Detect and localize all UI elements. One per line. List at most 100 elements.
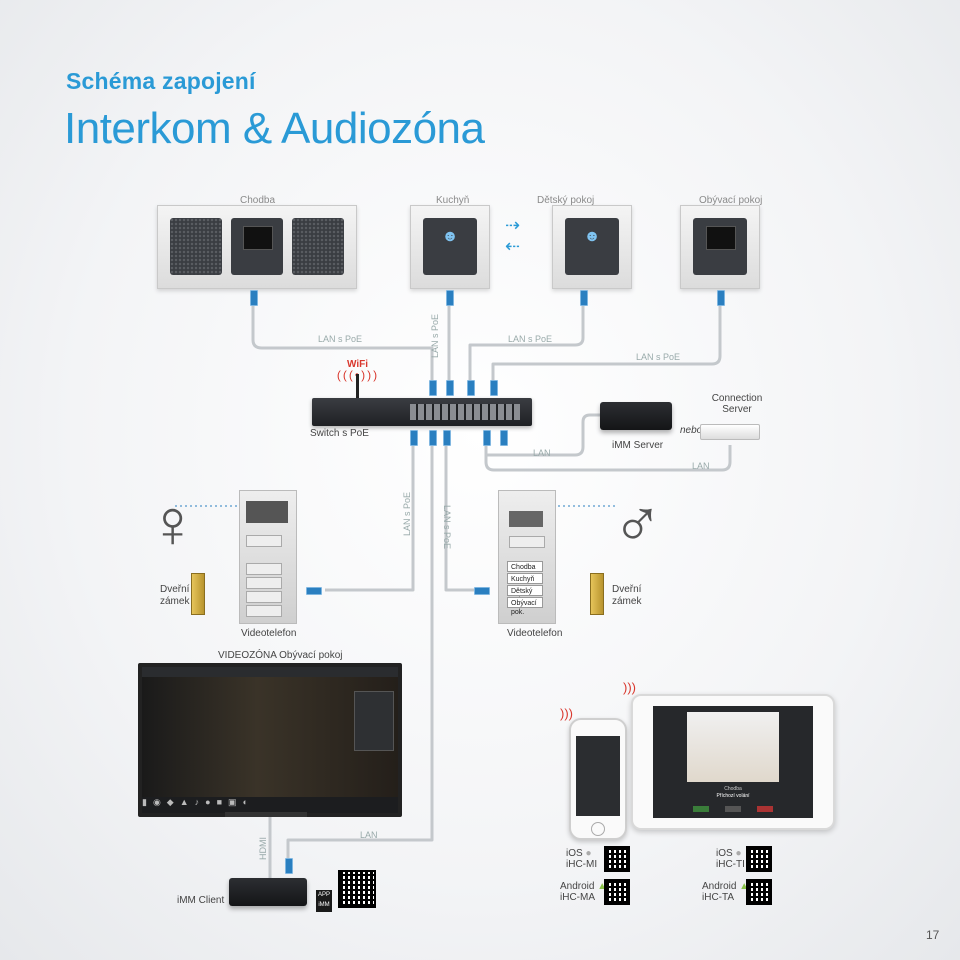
lan-plug bbox=[490, 380, 498, 396]
cable-label: LAN bbox=[692, 461, 710, 471]
app-name: iHC-TI bbox=[716, 859, 745, 870]
cable-client-lan bbox=[286, 445, 434, 870]
app-badge-top: APP bbox=[317, 892, 330, 898]
cable-video-right bbox=[444, 445, 480, 592]
smartphone bbox=[569, 718, 627, 840]
door-lock-icon bbox=[191, 573, 205, 615]
lan-plug bbox=[306, 587, 322, 595]
cable-label: LAN s PoE bbox=[318, 334, 363, 344]
cable-label: LAN s PoE bbox=[430, 313, 440, 358]
door-lock-line1: Dveřní bbox=[160, 584, 190, 595]
os-label: iOS bbox=[566, 848, 583, 859]
lan-plug bbox=[285, 858, 293, 874]
lan-plug bbox=[443, 430, 451, 446]
audio-unit bbox=[693, 218, 747, 275]
app-android-ma: Android ▲ iHC-MA bbox=[560, 881, 607, 903]
tv-intercom-panel bbox=[354, 691, 394, 751]
lan-plug bbox=[717, 290, 725, 306]
intercom-unit: ☻ bbox=[423, 218, 477, 275]
lan-plug bbox=[483, 430, 491, 446]
cable-label: LAN bbox=[360, 830, 378, 840]
phone-screen bbox=[576, 736, 620, 816]
connection-server-box bbox=[700, 424, 760, 440]
tablet: Chodba Příchozí volání bbox=[631, 694, 835, 830]
tablet-screen: Chodba Příchozí volání bbox=[653, 706, 813, 818]
lan-plug bbox=[467, 380, 475, 396]
server-label: iMM Server bbox=[612, 440, 664, 451]
apple-icon: ● bbox=[735, 848, 742, 859]
switch-label: Switch s PoE bbox=[310, 428, 369, 439]
lan-plug bbox=[250, 290, 258, 306]
cable-video-left bbox=[325, 445, 415, 592]
os-label: Android bbox=[560, 881, 595, 892]
switch-ports bbox=[410, 404, 520, 420]
speaker-right bbox=[292, 218, 344, 275]
diagram-title: Interkom & Audiozóna bbox=[64, 104, 485, 153]
door-lock-line2: zámek bbox=[612, 596, 642, 607]
cable-label: HDMI bbox=[258, 837, 268, 860]
camera-module bbox=[246, 501, 288, 523]
call-button bbox=[246, 563, 282, 575]
speaking-head-icon: ☻ bbox=[583, 228, 601, 245]
connection-server-line1: Connection bbox=[711, 393, 763, 404]
antenna-icon bbox=[356, 374, 359, 400]
cable-obyvaci bbox=[491, 300, 722, 380]
door-lock-icon bbox=[590, 573, 604, 615]
camera-module bbox=[509, 511, 543, 527]
visitor-woman-icon: ♀ bbox=[147, 486, 198, 562]
room-label-detsky: Dětský pokoj bbox=[537, 195, 595, 206]
audio-panel-chodba bbox=[157, 205, 357, 289]
lan-plug bbox=[580, 290, 588, 306]
os-label: Android bbox=[702, 881, 737, 892]
door-lock-label-left: Dveřní zámek bbox=[160, 584, 189, 608]
room-label-kuchyn: Kuchyň bbox=[436, 195, 470, 206]
unit-screen bbox=[706, 226, 736, 250]
app-android-ta: Android ▲ iHC-TA bbox=[702, 881, 749, 903]
cable-detsky bbox=[468, 300, 585, 380]
videotelefon-label-left: Videotelefon bbox=[241, 628, 297, 639]
nameplate: Kuchyň bbox=[507, 573, 543, 584]
videozona-label: VIDEOZÓNA Obývací pokoj bbox=[218, 650, 343, 661]
lan-plug bbox=[429, 380, 437, 396]
nameplate-blank bbox=[246, 535, 282, 547]
qr-code-android-ta bbox=[746, 879, 772, 905]
android-icon: ▲ bbox=[597, 881, 608, 892]
room-label-obyvaci: Obývací pokoj bbox=[699, 195, 763, 206]
audio-panel-obyvaci bbox=[680, 205, 760, 289]
door-lock-line2: zámek bbox=[160, 596, 190, 607]
app-name: iHC-MA bbox=[560, 892, 595, 903]
cable-connection bbox=[484, 445, 732, 472]
tv-topbar bbox=[142, 667, 398, 677]
tablet-call-status: Příchozí volání bbox=[716, 793, 750, 799]
call-button bbox=[246, 605, 282, 617]
cable-label: LAN s PoE bbox=[442, 505, 452, 550]
cable-label: LAN s PoE bbox=[636, 352, 681, 362]
app-ios-ti: iOS ● iHC-TI bbox=[716, 848, 745, 870]
app-badge: APP iMM bbox=[316, 890, 332, 912]
intercom-unit: ☻ bbox=[565, 218, 619, 275]
videotelefon-label-right: Videotelefon bbox=[507, 628, 563, 639]
cable-label: LAN bbox=[533, 448, 551, 458]
nameplate: Chodba bbox=[507, 561, 543, 572]
phone-home-button bbox=[591, 822, 605, 836]
cable-label: LAN s PoE bbox=[402, 491, 412, 536]
lan-plug bbox=[446, 380, 454, 396]
tablet-call-room: Chodba bbox=[724, 786, 742, 792]
app-name: iHC-MI bbox=[566, 859, 598, 870]
nameplate: Obývací pok. bbox=[507, 597, 543, 616]
speaking-head-icon: ☻ bbox=[441, 228, 459, 245]
cable-server bbox=[484, 413, 600, 457]
nebo-label: nebo bbox=[680, 425, 703, 436]
qr-code-ios-ti bbox=[746, 846, 772, 872]
connection-server-label: Connection Server bbox=[707, 393, 767, 415]
call-button bbox=[246, 577, 282, 589]
lan-plug bbox=[410, 430, 418, 446]
app-badge-bottom: iMM bbox=[318, 902, 330, 908]
lan-plug bbox=[446, 290, 454, 306]
tv-screen: ▮◉◆▲♪●■▣◐ bbox=[138, 663, 402, 817]
audio-unit bbox=[231, 218, 283, 275]
os-label: iOS bbox=[716, 848, 733, 859]
tv-app-bar: ▮◉◆▲♪●■▣◐ bbox=[142, 797, 398, 813]
call-button bbox=[246, 591, 282, 603]
